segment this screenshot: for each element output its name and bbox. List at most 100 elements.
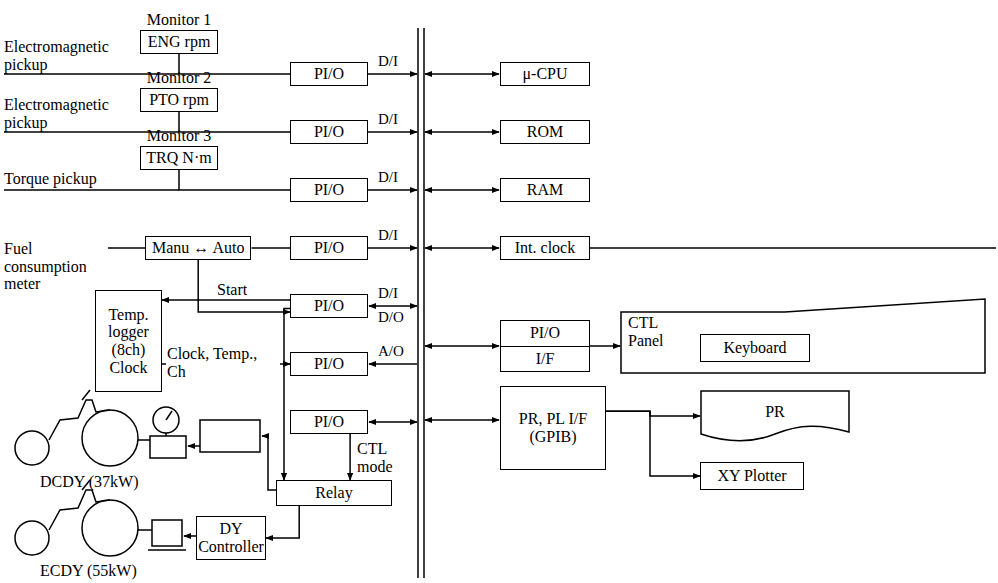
block-box: ROM [500,120,590,144]
signal-connector [252,247,291,249]
control-arrow [188,445,200,447]
block-box: Int. clock [500,236,590,260]
block-box: Keyboard [700,334,810,362]
block-box: XY Plotter [700,462,804,490]
block-label: μ-CPU [522,65,567,83]
signal-label: Fuel consumption meter [4,240,104,293]
bus-line [423,28,425,578]
bus-arrow [425,419,499,421]
block-box: PI/O [290,62,368,86]
signal-connector [198,260,290,312]
block-box: Manu ↔ Auto [145,236,251,260]
edge-label: Start [216,281,258,299]
tractor-dcdy [15,390,186,466]
signal-label: DCDY (37kW) [40,473,160,491]
bus-arrow [368,131,417,133]
monitor-title: Monitor 2 [140,68,218,88]
block-box: Temp. logger (8ch) Clock [95,290,162,392]
signal-label: D/I [378,53,414,70]
relay-line [262,436,276,490]
bus-arrow [425,189,499,191]
interface-part: I/F [501,346,589,372]
signal-label: D/O [378,309,414,326]
edge-label: Clock, Temp., Ch [166,345,280,380]
signal-connector [349,434,351,480]
bus-arrow [425,345,499,347]
bus-arrow [368,73,417,75]
signal-connector [179,170,290,190]
block-label: RAM [527,181,563,199]
signal-line [4,189,179,191]
monitor-reading: TRQ N·m [146,149,211,167]
block-box: PI/O [290,178,368,202]
signal-label: D/I [378,227,414,244]
block-label: Int. clock [515,239,575,257]
controller-box [200,420,260,452]
block-box: PI/O [290,236,368,260]
signal-connector [606,411,700,476]
panel-title: CTL Panel [628,314,688,349]
monitor-title: Monitor 3 [140,126,218,146]
bus-arrow [368,247,417,249]
block-label: PI/O [314,297,344,315]
signal-label: ECDY (55kW) [40,562,160,580]
block-label: Keyboard [723,339,786,357]
tractor-ecdy [15,480,186,556]
bus-arrow [425,247,499,249]
bus-arrow [369,305,417,307]
block-label: PI/O [314,239,344,257]
block-box: PI/O [290,410,368,434]
signal-connector [162,299,290,301]
monitor-display: Monitor 2 PTO rpm [140,68,218,112]
interface-box: PI/O I/F [500,320,590,372]
control-panel: CTL PanelKeyboard [620,298,986,374]
block-label: PI/O [314,65,344,83]
block-box: μ-CPU [500,62,590,86]
block-label: Temp. logger (8ch) Clock [102,306,155,376]
monitor-display: Monitor 3 TRQ N·m [140,126,218,170]
block-box: PI/O [290,120,368,144]
block-box: RAM [500,178,590,202]
block-label: PI/O [314,181,344,199]
printer-label: PR [765,403,785,421]
signal-line [108,247,145,249]
block-label: DY Controller [198,520,264,555]
monitor-reading: PTO rpm [149,91,209,109]
monitor-reading: ENG rpm [148,33,211,51]
edge-label: CTL mode [356,440,398,475]
block-box: PI/O [290,294,368,318]
block-label: PR, PL I/F (GPIB) [507,410,599,445]
monitor-title: Monitor 1 [140,10,218,30]
block-box: PR, PL I/F (GPIB) [500,386,606,470]
signal-label: A/O [378,343,414,360]
signal-label: Electromagnetic pickup [4,96,129,131]
signal-label: D/I [378,111,414,128]
bus-arrow [368,189,417,191]
signal-label: Electromagnetic pickup [4,38,129,73]
interface-label: I/F [536,350,555,368]
signal-connector [590,345,620,347]
interface-part: PI/O [501,321,589,346]
block-box: DY Controller [196,516,266,560]
interface-label: PI/O [530,324,560,342]
block-label: XY Plotter [717,467,786,485]
block-box: Relay [276,480,392,506]
block-label: PI/O [314,355,344,373]
block-label: Relay [315,484,352,502]
signal-connector [284,308,290,480]
bus-arrow [369,421,417,423]
signal-label: D/I [378,169,414,186]
bus-arrow [369,363,417,365]
bus-line [417,28,419,578]
monitor-box: ENG rpm [140,30,218,54]
block-box: PI/O [290,352,368,376]
control-arrow [184,535,196,537]
signal-label: Torque pickup [4,170,134,188]
signal-label: D/I [378,285,414,302]
block-label: ROM [527,123,563,141]
bus-arrow [425,131,499,133]
monitor-box: TRQ N·m [140,146,218,170]
signal-connector [266,506,299,538]
printer-paper: PR [700,390,850,442]
block-label: PI/O [314,123,344,141]
